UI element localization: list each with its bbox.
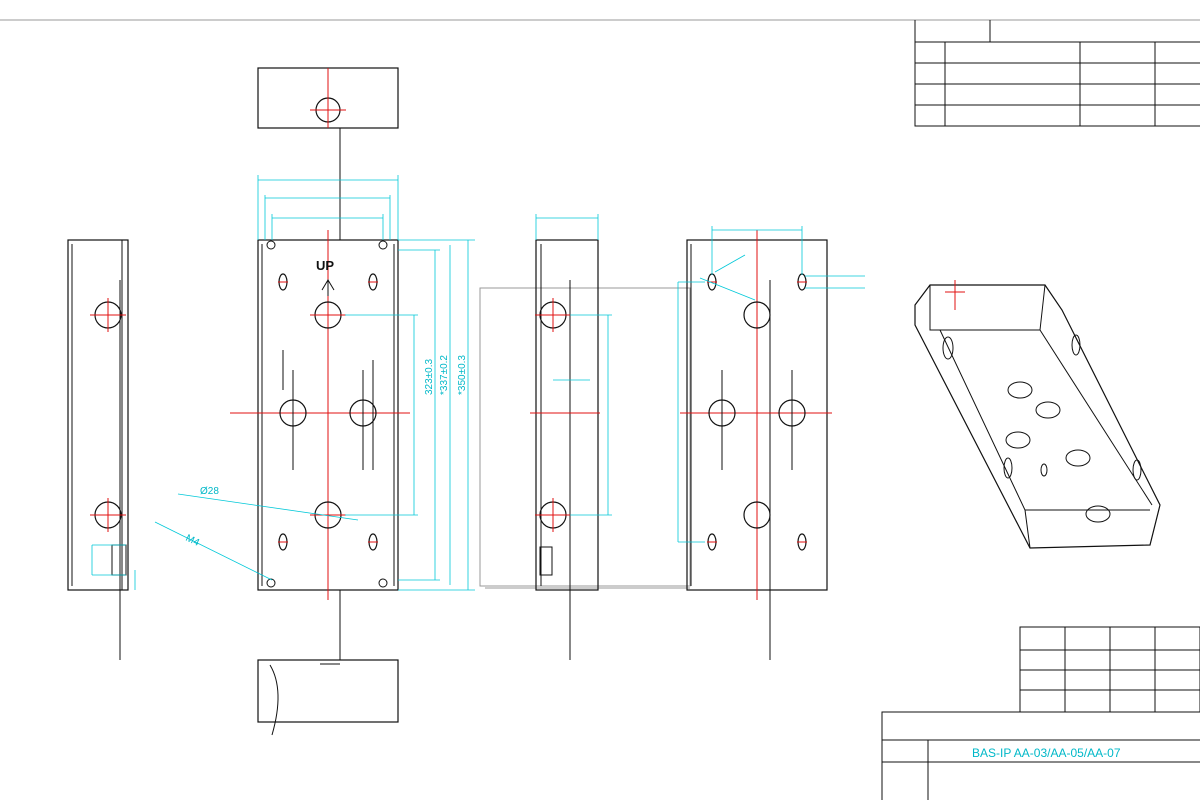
front-view: UP 323±0.3 *337±0.2 *350±0.3 Ø28 M4	[154, 67, 475, 736]
dim-screw: M4	[184, 533, 202, 549]
dim-height-outer: *350±0.3	[457, 355, 468, 395]
back-view	[677, 226, 865, 660]
title-model: BAS-IP AA-03/AA-05/AA-07	[972, 746, 1121, 760]
spec-table	[1019, 626, 1200, 713]
up-arrow-icon	[321, 279, 335, 296]
title-block: BAS-IP AA-03/AA-05/AA-07	[881, 711, 1200, 800]
dim-height-inner: 323±0.3	[424, 358, 435, 395]
isometric-view	[914, 280, 1161, 549]
up-label: UP	[316, 258, 334, 273]
dim-height-mid: *337±0.2	[439, 355, 450, 395]
dim-hole-diameter: Ø28	[200, 486, 219, 497]
side-section-view	[479, 214, 691, 660]
side-view-left	[67, 239, 136, 660]
revision-table	[914, 20, 1200, 127]
